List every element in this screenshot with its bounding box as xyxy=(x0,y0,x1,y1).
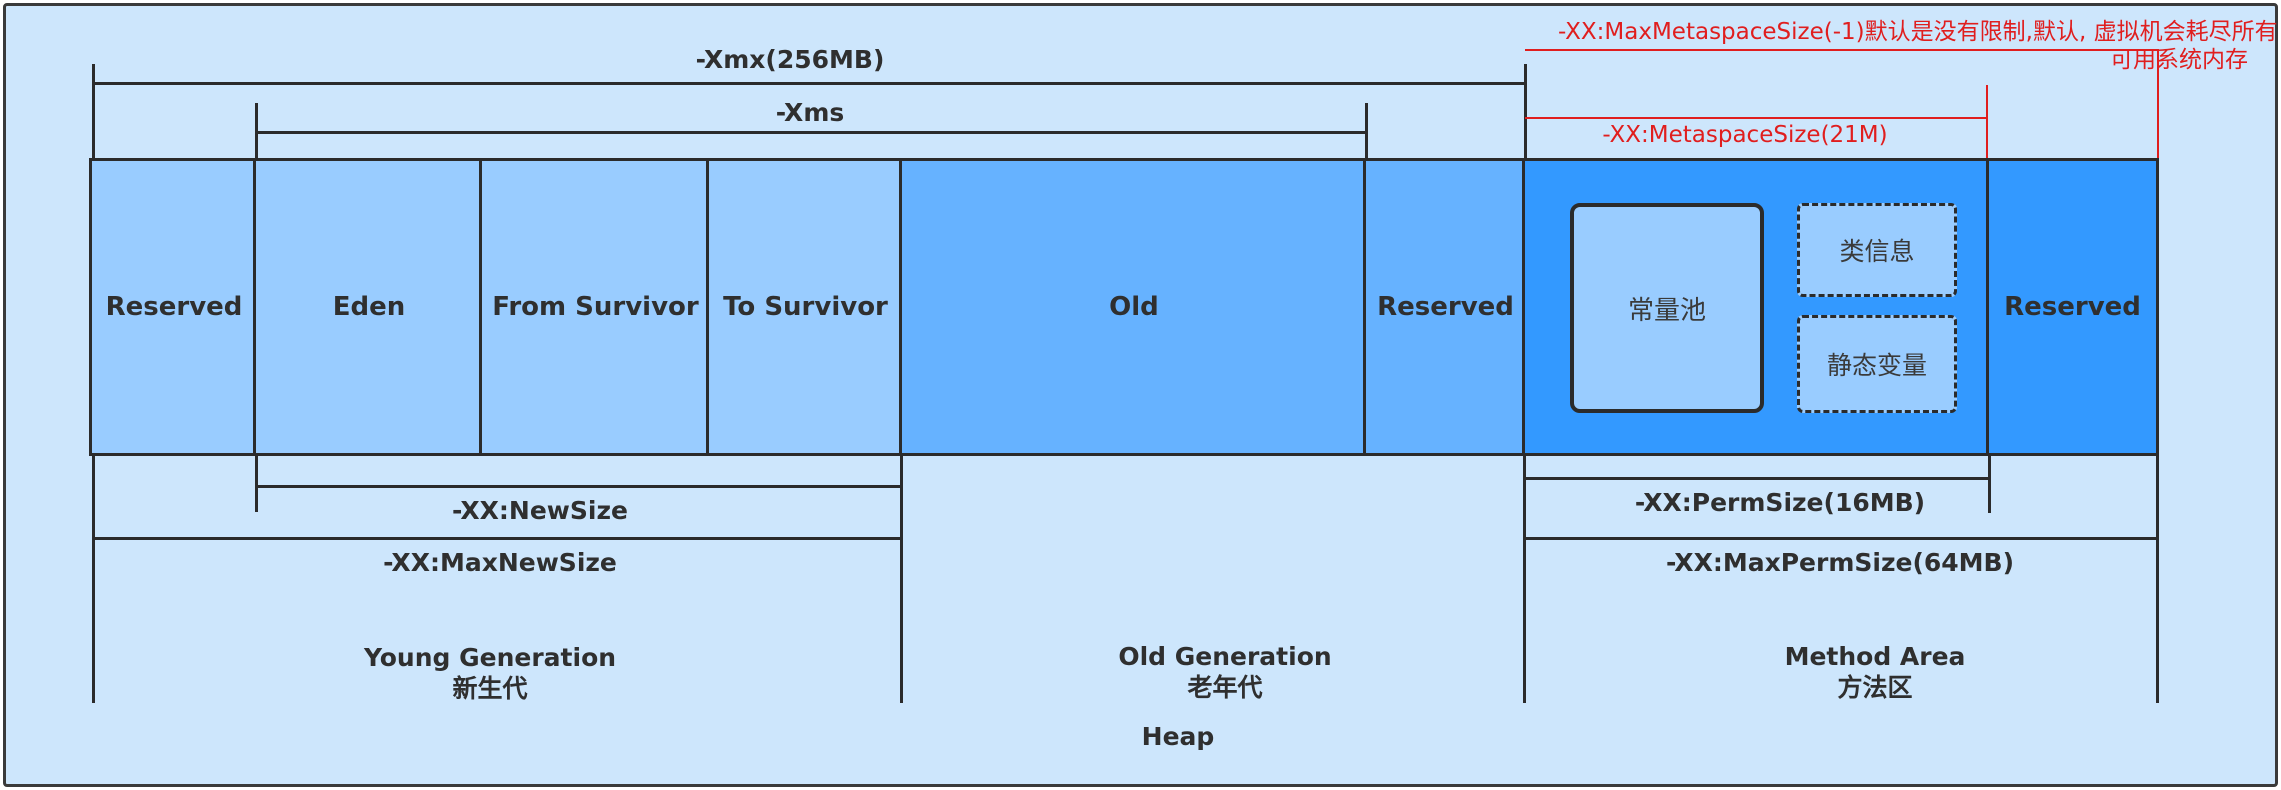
xmx-bracket-line xyxy=(93,82,1527,85)
xms-bracket-left xyxy=(255,103,258,158)
xms-bracket-right xyxy=(1365,103,1368,158)
method-right-divider xyxy=(2156,456,2159,703)
method-area-label: Method Area 方法区 xyxy=(1685,641,2065,703)
young-generation-zh: 新生代 xyxy=(452,674,528,703)
newsize-bracket-left xyxy=(255,456,258,512)
maxpermsize-label: -XX:MaxPermSize(64MB) xyxy=(1665,548,2015,577)
permsize-bracket-line xyxy=(1525,477,1990,480)
xmx-bracket-right xyxy=(1524,64,1527,158)
max-metaspace-annotation-line1: -XX:MaxMetaspaceSize(-1)默认是没有限制,默认, 虚拟机会… xyxy=(1558,19,2278,45)
constant-pool-box: 常量池 xyxy=(1570,203,1764,413)
method-area-zh: 方法区 xyxy=(1837,673,1913,702)
permsize-bracket-right xyxy=(1988,456,1991,513)
permsize-label: -XX:PermSize(16MB) xyxy=(1634,488,1926,517)
xmx-label: -Xmx(256MB) xyxy=(695,45,885,74)
maxpermsize-bracket-line xyxy=(1525,537,2159,540)
old-generation-label: Old Generation 老年代 xyxy=(1035,641,1415,703)
young-generation-en: Young Generation xyxy=(363,643,617,672)
eden-cell: Eden xyxy=(253,158,482,456)
old-generation-zh: 老年代 xyxy=(1187,673,1263,702)
method-area-en: Method Area xyxy=(1784,642,1966,671)
young-generation-label: Young Generation 新生代 xyxy=(300,642,680,704)
static-vars-box: 静态变量 xyxy=(1797,315,1957,413)
xmx-bracket-left xyxy=(92,64,95,158)
old-generation-en: Old Generation xyxy=(1118,642,1332,671)
max-metaspace-annotation-line2: 可用系统内存 xyxy=(2110,47,2248,73)
max-metaspace-line xyxy=(1525,49,2159,51)
reserved-young-cell: Reserved xyxy=(89,158,256,456)
to-survivor-cell: To Survivor xyxy=(706,158,902,456)
max-metaspace-right-tick xyxy=(2157,49,2159,159)
reserved-method-cell: Reserved xyxy=(1986,158,2159,456)
metaspace-size-annotation: -XX:MetaspaceSize(21M) xyxy=(1602,122,1888,148)
reserved-old-cell: Reserved xyxy=(1363,158,1525,456)
young-old-divider xyxy=(900,456,903,703)
metaspace-size-line xyxy=(1525,117,1988,119)
newsize-label: -XX:NewSize xyxy=(452,496,628,525)
old-method-divider xyxy=(1523,456,1526,703)
maxnewsize-bracket-line xyxy=(93,537,902,540)
young-left-divider xyxy=(92,456,95,703)
xms-bracket-line xyxy=(256,131,1368,134)
maxnewsize-label: -XX:MaxNewSize xyxy=(383,548,617,577)
old-cell: Old xyxy=(899,158,1366,456)
heap-label: Heap xyxy=(1141,722,1215,751)
newsize-bracket-line xyxy=(256,485,902,488)
xms-label: -Xms xyxy=(775,98,845,127)
metaspace-size-right-tick xyxy=(1986,85,1988,158)
class-info-box: 类信息 xyxy=(1797,203,1957,297)
from-survivor-cell: From Survivor xyxy=(479,158,709,456)
